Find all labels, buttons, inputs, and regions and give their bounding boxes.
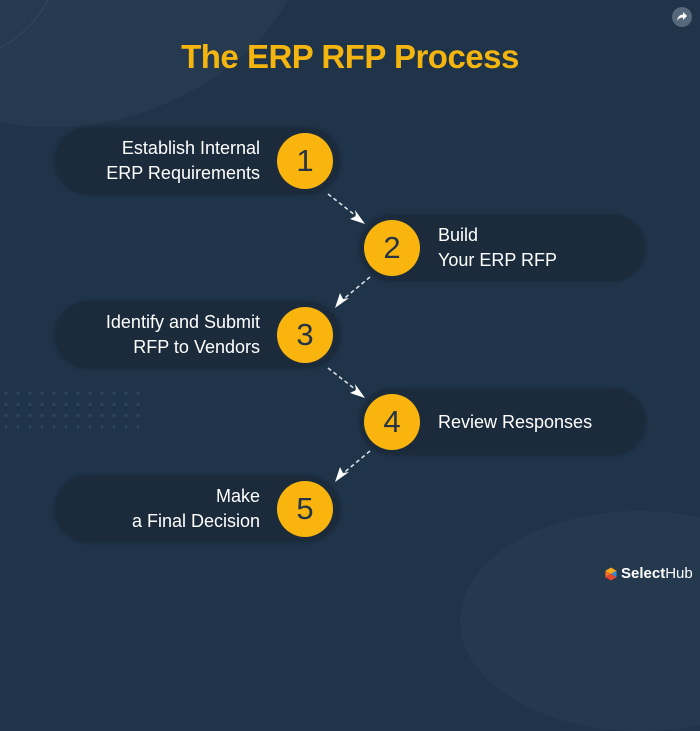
- step-1-label: Establish Internal ERP Requirements: [106, 128, 260, 194]
- step-2-line2: Your ERP RFP: [438, 250, 558, 270]
- arrowhead-4-to-5-icon: [335, 467, 349, 482]
- step-3-line1: Identify and Submit: [105, 312, 260, 332]
- step-2-line1: Build: [438, 225, 479, 245]
- step-1-number-badge: 1: [277, 133, 333, 189]
- arrow-1-to-2-line: [327, 193, 361, 220]
- arrowhead-2-to-3-icon: [335, 293, 349, 308]
- arrow-3-to-4-line: [327, 367, 361, 394]
- step-1-line2: ERP Requirements: [106, 163, 260, 183]
- step-4-number-badge: 4: [364, 394, 420, 450]
- step-5-line2: a Final Decision: [131, 511, 260, 531]
- step-5-number-badge: 5: [277, 481, 333, 537]
- step-3-line2: RFP to Vendors: [133, 337, 260, 357]
- step-4-line1: Review Responses: [438, 411, 593, 432]
- step-1-line1: Establish Internal: [121, 138, 260, 158]
- arrowhead-3-to-4-icon: [350, 384, 365, 398]
- step-3-number-badge: 3: [277, 307, 333, 363]
- brand-name-hub: Hub: [665, 565, 693, 582]
- connector-arrows: [327, 193, 371, 482]
- share-button[interactable]: [672, 7, 692, 27]
- share-arrow-icon: [677, 12, 687, 21]
- step-2-number-badge: 2: [364, 220, 420, 276]
- arrowhead-1-to-2-icon: [350, 210, 365, 224]
- brand-name-select: Select: [621, 565, 666, 582]
- arrow-4-to-5-line: [339, 450, 371, 477]
- arrow-2-to-3-line: [339, 276, 371, 303]
- page-title: The ERP RFP Process: [181, 38, 519, 75]
- dot-pattern: [0, 388, 145, 432]
- selecthub-hexagon-logo: [605, 567, 617, 580]
- step-5-label: Make a Final Decision: [132, 476, 260, 542]
- step-4-label: Review Responses: [438, 389, 592, 455]
- step-3-label: Identify and Submit RFP to Vendors: [106, 302, 260, 368]
- step-2-label: Build Your ERP RFP: [438, 215, 557, 281]
- step-5-line1: Make: [215, 486, 260, 506]
